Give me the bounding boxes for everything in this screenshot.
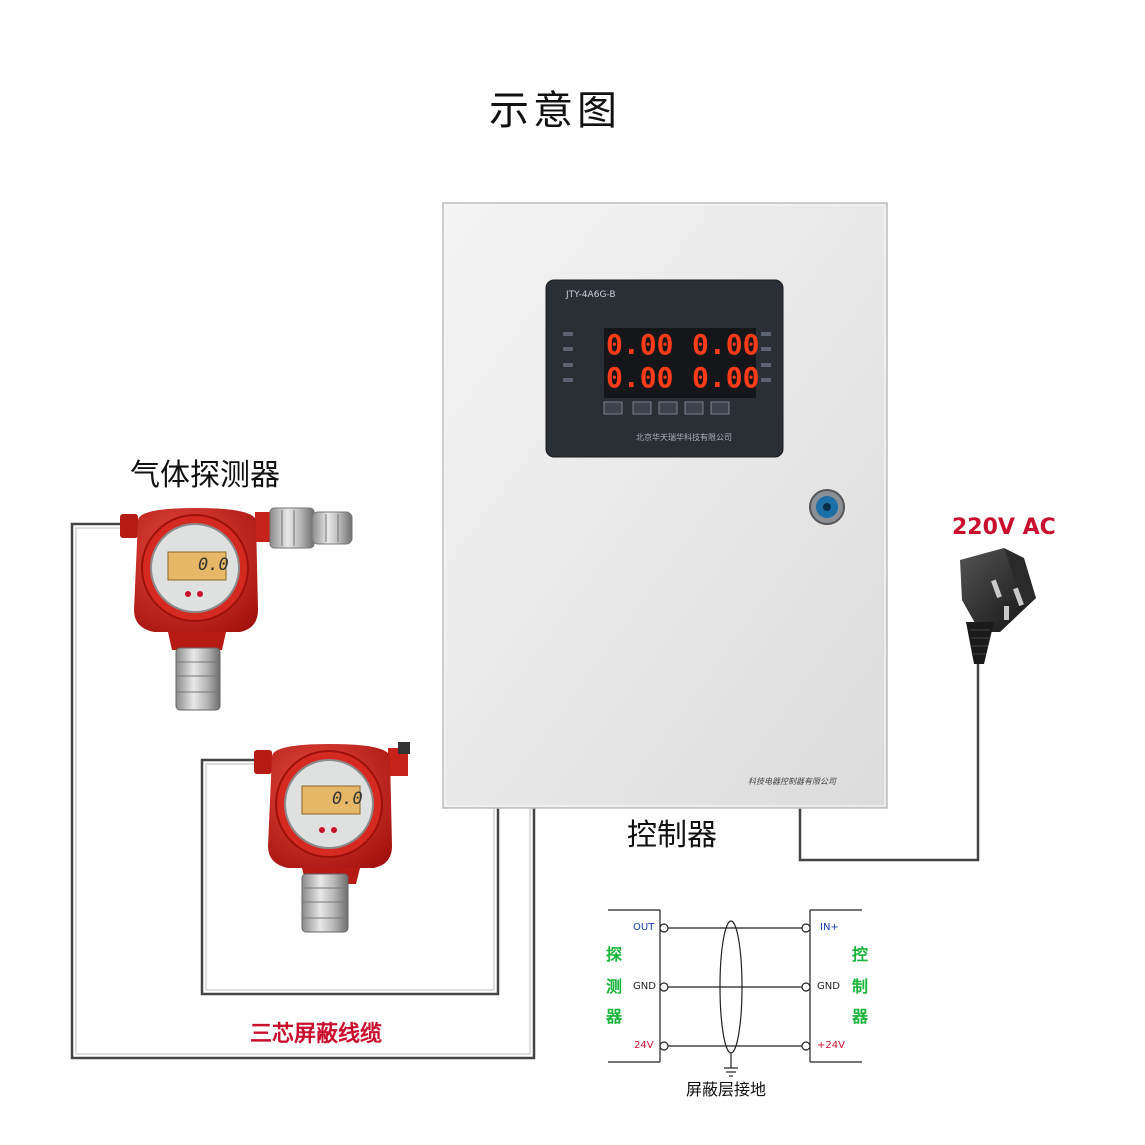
terminal-label-out: OUT bbox=[633, 922, 655, 933]
sensor-head-1 bbox=[175, 647, 221, 711]
terminal-right-gnd bbox=[801, 982, 811, 992]
terminal-label-24v-right: +24V bbox=[817, 1040, 845, 1051]
panel-button-1 bbox=[603, 401, 623, 415]
wiring-right-char-2: 制 bbox=[851, 977, 868, 996]
power-label: 220V AC bbox=[952, 515, 1056, 540]
wiring-left-char-3: 器 bbox=[605, 1007, 622, 1026]
terminal-label-gnd-left: GND bbox=[633, 981, 656, 992]
cable-detector-1 bbox=[70, 522, 536, 1060]
page-title: 示意图 bbox=[489, 88, 621, 134]
terminal-left-gnd bbox=[659, 982, 669, 992]
shield-ground-caption: 屏蔽层接地 bbox=[686, 1080, 767, 1099]
panel-reading-3: 0.00 bbox=[606, 361, 674, 394]
power-cable bbox=[798, 660, 980, 862]
panel-reading-2: 0.00 bbox=[692, 328, 760, 361]
wiring-right-char-3: 器 bbox=[851, 1007, 868, 1026]
cable-gland-1 bbox=[269, 507, 353, 549]
detector-1-reading: 0.0 bbox=[198, 555, 229, 575]
terminal-left-24v bbox=[659, 1041, 669, 1051]
terminal-left-out bbox=[659, 923, 669, 933]
gas-detector-2 bbox=[254, 742, 410, 933]
wiring-left-char-1: 探 bbox=[605, 945, 622, 964]
cable-label: 三芯屏蔽线缆 bbox=[250, 1022, 383, 1047]
terminal-label-24v-left: 24V bbox=[634, 1040, 654, 1051]
panel-model-label: JTY-4A6G-B bbox=[566, 290, 616, 300]
cabinet-nameplate: 科技电器控制器有限公司 bbox=[748, 777, 836, 786]
terminal-right-24v bbox=[801, 1041, 811, 1051]
detector-label: 气体探测器 bbox=[130, 458, 280, 493]
panel-button-2 bbox=[632, 401, 652, 415]
panel-maker-label: 北京华天瑞华科技有限公司 bbox=[636, 433, 732, 442]
panel-button-4 bbox=[684, 401, 704, 415]
wiring-right-char-1: 控 bbox=[851, 945, 868, 964]
cable-detector-2 bbox=[200, 758, 500, 996]
power-plug bbox=[960, 548, 1036, 664]
terminal-right-in bbox=[801, 923, 811, 933]
panel-button-5 bbox=[710, 401, 730, 415]
gas-detector-1 bbox=[120, 507, 353, 711]
panel-reading-4: 0.00 bbox=[692, 361, 760, 394]
panel-button-3 bbox=[658, 401, 678, 415]
controller-label: 控制器 bbox=[627, 818, 717, 853]
detector-2-reading: 0.0 bbox=[332, 789, 363, 809]
terminal-label-gnd-right: GND bbox=[817, 981, 840, 992]
panel-reading-1: 0.00 bbox=[606, 328, 674, 361]
wiring-left-char-2: 测 bbox=[605, 977, 622, 996]
terminal-label-in: IN+ bbox=[820, 922, 839, 933]
